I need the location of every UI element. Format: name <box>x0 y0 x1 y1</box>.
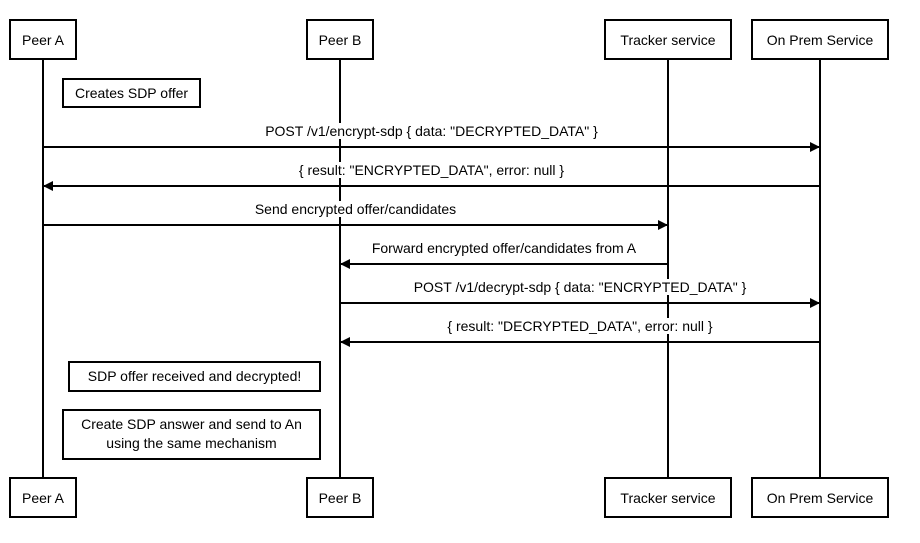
message-arrow: Send encrypted offer/candidates <box>43 201 668 230</box>
participant-peer-b-bottom: Peer B <box>306 477 374 518</box>
participant-label: Peer B <box>319 490 362 506</box>
participant-label: Peer A <box>22 32 65 48</box>
participant-peer-b-top: Peer B <box>306 19 374 60</box>
note-text: using the same mechanism <box>106 435 276 451</box>
participant-peer-a-bottom: Peer A <box>9 477 77 518</box>
message-arrow: Forward encrypted offer/candidates from … <box>340 240 668 269</box>
note-box: Creates SDP offer <box>62 78 201 108</box>
participant-peer-a-top: Peer A <box>9 19 77 60</box>
participant-label: Tracker service <box>620 490 715 506</box>
participant-label: Peer B <box>319 32 362 48</box>
participant-label: Peer A <box>22 490 65 506</box>
note-text: SDP offer received and decrypted! <box>88 368 302 384</box>
note-text: Create SDP answer and send to An <box>81 416 302 432</box>
message-label: { result: "DECRYPTED_DATA", error: null … <box>447 318 712 334</box>
participant-tracker-service-top: Tracker service <box>604 19 732 60</box>
note-box: Create SDP answer and send to An using th… <box>62 409 321 460</box>
participant-label: On Prem Service <box>767 32 874 48</box>
participant-on-prem-service-top: On Prem Service <box>751 19 889 60</box>
note-text: Creates SDP offer <box>75 85 188 101</box>
participant-label: On Prem Service <box>767 490 874 506</box>
participant-on-prem-service-bottom: On Prem Service <box>751 477 889 518</box>
message-arrow: { result: "ENCRYPTED_DATA", error: null … <box>43 162 820 191</box>
message-label: POST /v1/encrypt-sdp { data: "DECRYPTED_… <box>265 123 598 139</box>
message-label: POST /v1/decrypt-sdp { data: "ENCRYPTED_… <box>414 279 747 295</box>
participant-label: Tracker service <box>620 32 715 48</box>
message-label: { result: "ENCRYPTED_DATA", error: null … <box>299 162 564 178</box>
note-box: SDP offer received and decrypted! <box>68 361 321 392</box>
message-arrow: { result: "DECRYPTED_DATA", error: null … <box>340 318 820 347</box>
message-arrow: POST /v1/decrypt-sdp { data: "ENCRYPTED_… <box>340 279 820 308</box>
message-label: Forward encrypted offer/candidates from … <box>372 240 637 256</box>
message-arrow: POST /v1/encrypt-sdp { data: "DECRYPTED_… <box>43 123 820 152</box>
message-label: Send encrypted offer/candidates <box>255 201 456 217</box>
participant-tracker-service-bottom: Tracker service <box>604 477 732 518</box>
